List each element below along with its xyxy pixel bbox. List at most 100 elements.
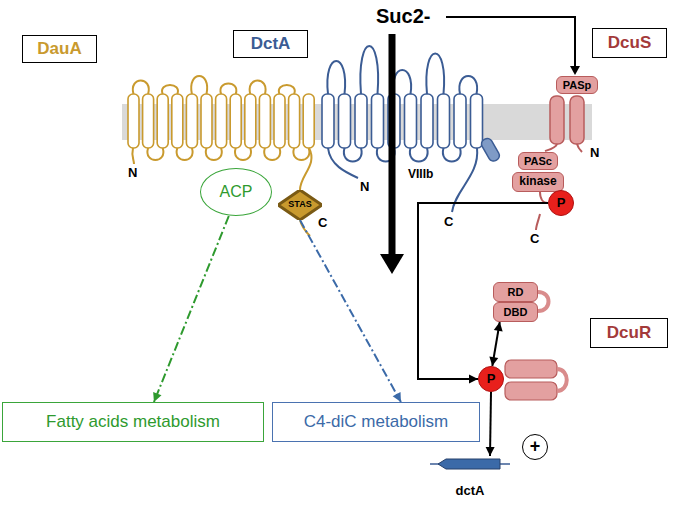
helix-label: VIIIb — [406, 168, 435, 181]
domain-box: PASc — [518, 152, 558, 170]
node-text: P — [557, 196, 566, 210]
node-text: RD — [508, 286, 524, 298]
arrow-head — [489, 356, 498, 366]
domain-box: RD — [493, 282, 538, 302]
helix — [303, 94, 314, 148]
node-text: PASp — [563, 79, 592, 91]
helix — [454, 94, 466, 148]
helix — [355, 94, 367, 148]
helix — [259, 94, 270, 148]
dimer-link — [538, 292, 549, 311]
helix — [201, 94, 212, 148]
connector — [418, 203, 548, 379]
activation-sign: + — [522, 434, 548, 460]
connector — [490, 392, 491, 456]
loop — [250, 81, 266, 95]
node-text: DcuS — [608, 34, 651, 53]
pathway-box: C4-diC metabolism — [272, 402, 480, 442]
n-tail — [328, 148, 358, 178]
helix — [216, 94, 227, 148]
helix-viiib — [480, 137, 502, 163]
domain-box: PASp — [556, 76, 598, 94]
helix — [322, 94, 334, 148]
dimer-link — [557, 369, 567, 391]
node-text: P — [487, 372, 496, 386]
diamond-outline — [278, 190, 322, 220]
terminus-label: C — [530, 232, 539, 246]
helix — [339, 94, 351, 148]
arrow-head — [486, 447, 495, 456]
helix — [157, 94, 168, 148]
stas-domain: STAS — [278, 190, 322, 220]
linker — [545, 144, 557, 151]
node-text: C4-diC metabolism — [304, 413, 449, 432]
arrow-head — [380, 254, 404, 274]
loop — [279, 85, 295, 94]
node-text: PASc — [524, 155, 552, 167]
node-text: DBD — [504, 306, 528, 318]
node-text: ACP — [220, 183, 253, 201]
helix — [405, 94, 417, 148]
dcur-domain — [505, 382, 557, 400]
node-text: kinase — [519, 175, 556, 188]
loop — [344, 148, 362, 162]
helix — [172, 94, 183, 148]
terminus-label: C — [318, 216, 327, 230]
node-text: + — [530, 437, 541, 457]
helix-group — [128, 46, 483, 162]
node-text: DauA — [37, 40, 81, 59]
dcus-helix — [550, 96, 564, 144]
terminus-label: N — [360, 180, 369, 194]
loop — [426, 54, 444, 95]
transport-arrow — [389, 34, 396, 256]
gene-arrow — [438, 459, 500, 469]
dcus-helix — [570, 96, 584, 144]
signal-line — [446, 17, 575, 68]
loop — [393, 70, 411, 94]
helix — [421, 94, 433, 148]
gene-symbol — [430, 456, 510, 472]
linker — [577, 144, 582, 152]
dcur-domain — [505, 360, 557, 378]
arrow-head — [153, 392, 161, 402]
loop — [220, 84, 236, 95]
loop — [360, 46, 378, 94]
helix — [143, 94, 154, 148]
helix — [471, 94, 483, 148]
node-text: DctA — [251, 35, 291, 54]
node-text: DcuR — [607, 324, 651, 343]
loop — [443, 148, 461, 162]
loop — [191, 76, 207, 94]
protein-name-box: DctA — [233, 30, 308, 58]
helix — [230, 94, 241, 148]
terminus-label: N — [128, 166, 137, 180]
helix — [186, 94, 197, 148]
connector — [154, 216, 229, 402]
helix — [128, 94, 139, 148]
arrow-head — [494, 322, 503, 332]
loop — [133, 81, 149, 95]
helix — [372, 94, 384, 148]
helix — [245, 94, 256, 148]
arrow-head — [469, 375, 478, 384]
connector — [300, 220, 401, 402]
n-tail — [132, 148, 134, 164]
protein-name-box: DcuS — [592, 28, 667, 58]
substrate-label: Suc2- — [376, 5, 430, 27]
terminus-label: C — [444, 215, 453, 229]
gene: dctA — [430, 456, 510, 498]
loop — [459, 76, 477, 94]
loop — [327, 61, 345, 94]
loop — [264, 148, 280, 160]
helix — [289, 94, 300, 148]
loop — [147, 148, 163, 160]
loop — [293, 148, 309, 160]
protein-name-box: DauA — [22, 35, 97, 63]
arrow-head — [393, 392, 401, 402]
kinase-box: kinase — [512, 172, 564, 192]
helix — [274, 94, 285, 148]
acp-circle: ACP — [200, 168, 272, 216]
protein-name-box: DcuR — [590, 318, 668, 348]
loop — [235, 148, 251, 160]
loop — [177, 148, 193, 160]
